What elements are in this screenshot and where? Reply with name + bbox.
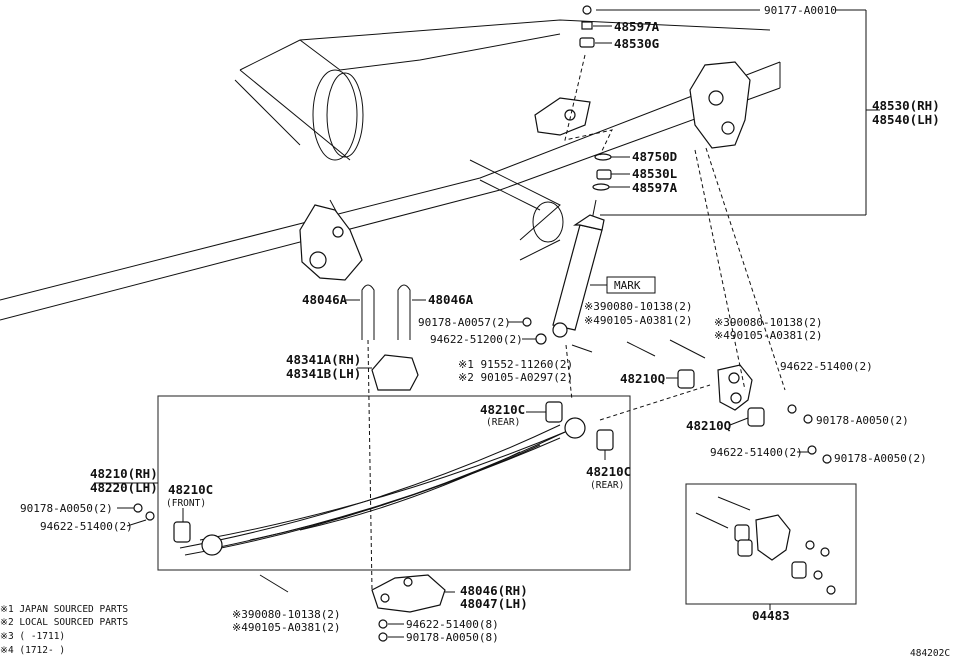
label-48341a-rh: 48341A(RH) [286,352,361,367]
label-290105: ※2 90105-A0297(2) [458,371,573,384]
label-48530g: 48530G [614,36,659,51]
shock-upper-bracket [534,97,591,136]
label-48210c-rear-1-sub: (REAR) [486,417,520,428]
part-labels: 90177-A0010 48597A 48530G 48530(RH) 4854… [20,4,940,644]
label-48341b-lh: 48341B(LH) [286,366,361,381]
label-48597a-top: 48597A [614,19,660,34]
label-48750d: 48750D [632,149,677,164]
label-48530-rh: 48530(RH) [872,98,940,113]
bumper-block [371,354,419,391]
spring-plate [371,574,446,613]
label-48210c-front-sub: (FRONT) [166,498,206,509]
legend-note-4: ※4 (1712- ) [0,645,65,656]
kit-04483-parts [695,496,836,595]
label-48530l: 48530L [632,166,678,181]
label-48210c-rear-1: 48210C [480,402,525,417]
shackle [717,364,753,411]
label-48046a-left: 48046A [302,292,348,307]
label-94622-51400-r2: 94622-51400(2) [710,446,803,459]
label-48210q-a: 48210Q [620,371,665,386]
label-94622-51400-8: 94622-51400(8) [406,618,499,631]
label-94622-51400-l: 94622-51400(2) [40,520,133,533]
diagram-id: 484202C [910,648,950,659]
label-48540-lh: 48540(LH) [872,112,940,127]
label-90177-a0010: 90177-A0010 [764,4,837,17]
label-04483: 04483 [752,608,790,623]
label-48210-rh: 48210(RH) [90,466,158,481]
label-390080-c: ※390080-10138(2) [232,608,341,621]
label-490105-c: ※490105-A0381(2) [232,621,341,634]
rear-shackle-bracket [689,61,751,149]
fasteners [133,5,832,642]
bushing-rear-2 [596,429,614,451]
label-48046-rh: 48046(RH) [460,583,528,598]
label-90178-a0050-l: 90178-A0050(2) [20,502,113,515]
frame-rail [0,19,781,321]
kit-04483-frame [685,483,857,605]
bushing-rear-1 [545,401,563,423]
u-bolt-right [397,284,411,340]
label-48210c-front: 48210C [168,482,213,497]
u-bolt-left [361,284,375,340]
front-spring-hanger [299,204,363,281]
dashed-guides [367,54,786,591]
legend-note-1: ※1 JAPAN SOURCED PARTS [0,604,128,615]
bushing-front [173,521,191,543]
label-191552: ※1 91552-11260(2) [458,358,573,371]
label-48047-lh: 48047(LH) [460,596,528,611]
label-94622-51200: 94622-51200(2) [430,333,523,346]
legend-notes: ※1 JAPAN SOURCED PARTS ※2 LOCAL SOURCED … [0,604,128,656]
label-94622-51400-r1: 94622-51400(2) [780,360,873,373]
label-390080-b: ※390080-10138(2) [714,316,823,329]
label-48210q-b: 48210Q [686,418,731,433]
label-90178-a0050-r2: 90178-A0050(2) [834,452,927,465]
label-490105-b: ※490105-A0381(2) [714,329,823,342]
shock-absorber [552,199,605,338]
leader-lines [94,9,880,638]
label-90178-a0050-8: 90178-A0050(8) [406,631,499,644]
legend-note-2: ※2 LOCAL SOURCED PARTS [0,617,128,628]
legend-note-3: ※3 ( -1711) [0,631,65,642]
label-48597a-mid: 48597A [632,180,678,195]
label-90178-a0050-r1: 90178-A0050(2) [816,414,909,427]
label-490105-a: ※490105-A0381(2) [584,314,693,327]
label-90178-a0057: 90178-A0057(2) [418,316,511,329]
label-48046a-right: 48046A [428,292,474,307]
label-48220-lh: 48220(LH) [90,480,158,495]
leaf-spring [179,417,586,556]
label-48210c-rear-2: 48210C [586,464,631,479]
label-48210c-rear-2-sub: (REAR) [590,480,624,491]
mark-label: MARK [614,279,641,292]
label-390080-a: ※390080-10138(2) [584,300,693,313]
